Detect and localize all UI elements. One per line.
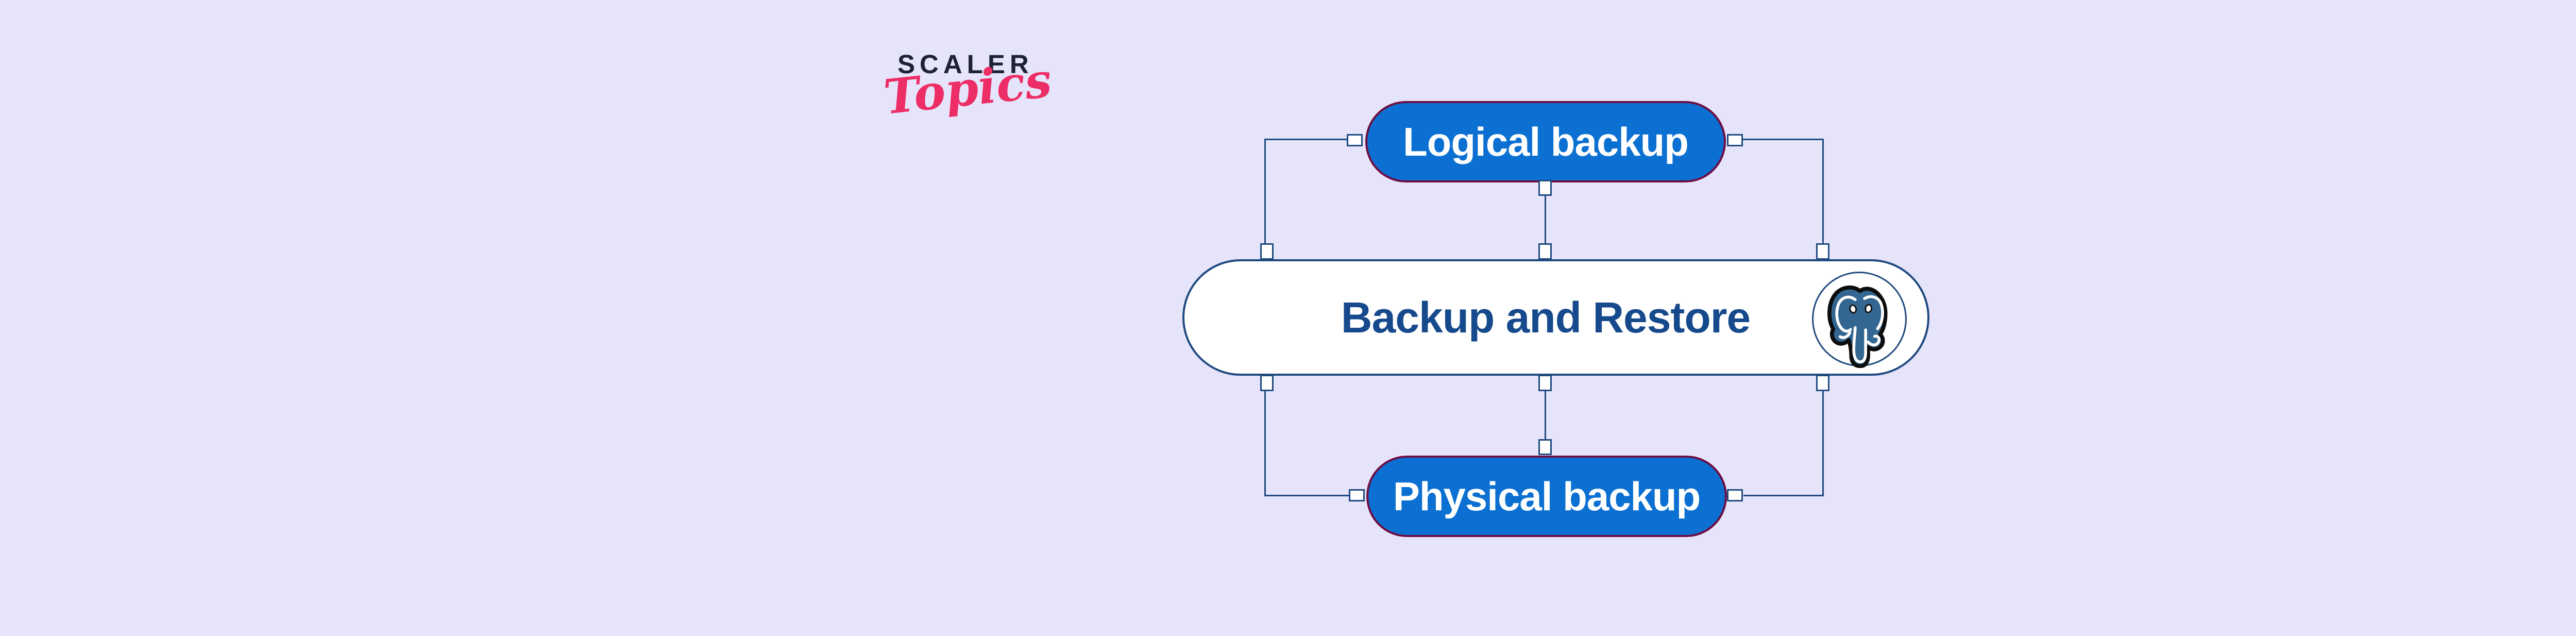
node-physical-backup: Physical backup [1366, 456, 1727, 537]
node-backup-and-restore: Backup and Restore [1182, 259, 1929, 376]
connector-line-bottom-right-horizontal [1743, 495, 1823, 496]
logo-brand-text: SCALER [897, 49, 1033, 79]
backup-and-restore-label: Backup and Restore [1341, 293, 1751, 342]
connector-line-bottom-left-vertical [1264, 390, 1266, 496]
connector-handle-center-top-right [1816, 243, 1829, 260]
physical-backup-label: Physical backup [1393, 473, 1701, 519]
postgresql-elephant-icon [1827, 285, 1888, 368]
connector-handle-physical-left [1349, 489, 1365, 501]
connector-handle-center-bottom-left [1260, 375, 1274, 391]
connector-handle-logical-right [1727, 134, 1743, 146]
scaler-topics-logo: SCALER Topics [881, 49, 1054, 149]
connector-handle-logical-left [1347, 134, 1363, 146]
connector-handle-logical-bottom [1538, 180, 1552, 196]
connector-line-bottom-left-horizontal [1265, 495, 1350, 496]
connector-line-top-right-vertical [1822, 139, 1824, 244]
connector-handle-physical-right [1727, 489, 1743, 501]
node-logical-backup: Logical backup [1365, 101, 1726, 182]
connector-handle-center-bottom-middle [1538, 375, 1552, 391]
connector-handle-physical-top [1538, 439, 1552, 455]
connector-line-bottom-center-vertical [1545, 390, 1546, 441]
connector-line-top-left-vertical [1264, 139, 1266, 244]
logical-backup-label: Logical backup [1403, 119, 1689, 164]
postgresql-logo-badge [1812, 272, 1907, 368]
connector-line-top-center-vertical [1545, 195, 1546, 245]
connector-handle-center-bottom-right [1816, 375, 1829, 391]
connector-handle-center-top-left [1260, 243, 1274, 260]
connector-handle-center-top-middle [1538, 243, 1552, 260]
connector-line-top-left-horizontal [1265, 139, 1348, 140]
connector-line-bottom-right-vertical [1822, 390, 1824, 496]
connector-line-top-right-horizontal [1743, 139, 1824, 140]
